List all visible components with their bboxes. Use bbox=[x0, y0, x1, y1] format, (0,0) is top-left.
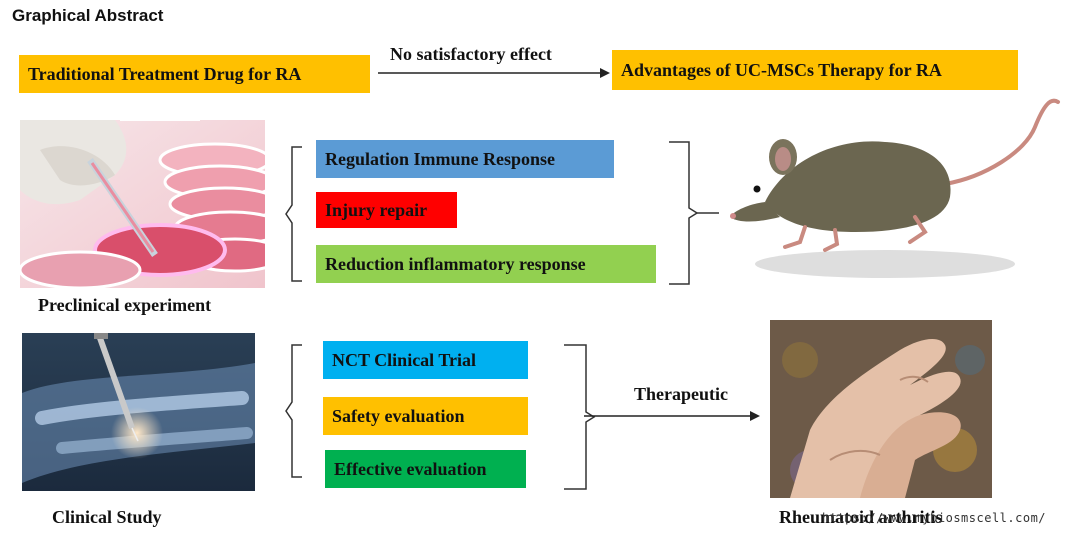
clinical-caption: Clinical Study bbox=[52, 507, 162, 527]
preclinical-left-brace-icon bbox=[285, 146, 302, 282]
injury-repair-label: Injury repair bbox=[325, 199, 428, 220]
inflammatory-response-box: Reduction inflammatory response bbox=[316, 245, 656, 283]
traditional-treatment-label: Traditional Treatment Drug for RA bbox=[28, 63, 302, 84]
preclinical-right-brace-icon bbox=[669, 141, 719, 285]
page-title: Graphical Abstract bbox=[12, 6, 164, 25]
mouse-image bbox=[725, 92, 1065, 302]
immune-response-label: Regulation Immune Response bbox=[325, 148, 556, 169]
clinical-left-brace-icon bbox=[285, 344, 302, 478]
safety-evaluation-box: Safety evaluation bbox=[323, 397, 528, 435]
nct-clinical-trial-box: NCT Clinical Trial bbox=[323, 341, 528, 379]
safety-evaluation-label: Safety evaluation bbox=[332, 405, 465, 426]
petri-dish-pipette-image bbox=[20, 120, 265, 288]
effective-evaluation-label: Effective evaluation bbox=[334, 458, 487, 479]
injury-repair-box: Injury repair bbox=[316, 192, 457, 228]
effective-evaluation-box: Effective evaluation bbox=[325, 450, 526, 488]
top-arrow-icon bbox=[378, 68, 610, 78]
therapeutic-arrow-icon bbox=[584, 411, 760, 421]
preclinical-caption: Preclinical experiment bbox=[38, 295, 212, 315]
clinical-right-brace-icon bbox=[564, 344, 596, 490]
nct-clinical-trial-label: NCT Clinical Trial bbox=[332, 349, 477, 370]
no-effect-label: No satisfactory effect bbox=[390, 44, 552, 64]
arthritic-hands-image bbox=[770, 320, 992, 498]
ucmsc-advantages-label: Advantages of UC-MSCs Therapy for RA bbox=[621, 59, 942, 80]
rheumatoid-arthritis-caption: Rheumatoid arthritis bbox=[779, 507, 943, 527]
watermark-url: https://www.mybiosmscell.com/ bbox=[822, 511, 1047, 525]
ucmsc-advantages-box: Advantages of UC-MSCs Therapy for RA bbox=[612, 50, 1018, 90]
knee-injection-image bbox=[22, 333, 255, 491]
traditional-treatment-box: Traditional Treatment Drug for RA bbox=[19, 55, 370, 93]
therapeutic-label: Therapeutic bbox=[634, 384, 728, 404]
immune-response-box: Regulation Immune Response bbox=[316, 140, 614, 178]
inflammatory-response-label: Reduction inflammatory response bbox=[325, 253, 586, 274]
